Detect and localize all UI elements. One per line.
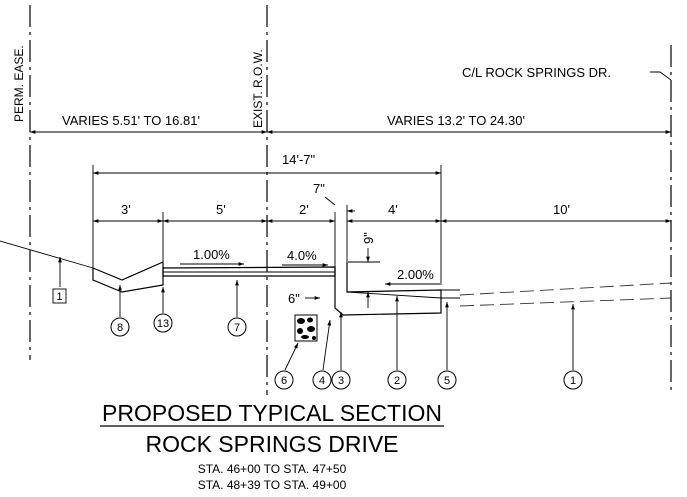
svg-text:4: 4 bbox=[319, 375, 325, 387]
station-range-2: STA. 48+39 TO STA. 49+00 bbox=[198, 478, 347, 492]
dim-3-text: 3' bbox=[121, 202, 131, 217]
callout-7: 7 bbox=[227, 317, 247, 337]
dim-6in-text: 6" bbox=[288, 291, 300, 306]
title-line-2: ROCK SPRINGS DRIVE bbox=[145, 431, 398, 457]
callout-3: 3 bbox=[331, 370, 351, 390]
dim-9in-text: 9" bbox=[361, 232, 376, 244]
svg-text:1: 1 bbox=[570, 375, 576, 387]
ref-box-text: 1 bbox=[56, 291, 62, 303]
slope-3-text: 2.00% bbox=[397, 267, 434, 282]
existing-pavement-top bbox=[459, 282, 672, 296]
station-range-1: STA. 46+00 TO STA. 47+50 bbox=[198, 462, 347, 476]
centerline-label: C/L ROCK SPRINGS DR. bbox=[462, 65, 611, 80]
callout-2: 2 bbox=[387, 370, 407, 390]
callout-6: 6 bbox=[274, 370, 294, 390]
callout-1: 1 bbox=[563, 370, 583, 390]
callout-leader bbox=[322, 319, 332, 371]
curb-back bbox=[334, 267, 442, 316]
callout-8: 8 bbox=[110, 317, 130, 337]
varies-left-text: VARIES 5.51' TO 16.81' bbox=[62, 113, 200, 128]
existing-ground-line bbox=[0, 240, 94, 269]
dim-7in-text: 7" bbox=[313, 181, 325, 196]
svg-text:7: 7 bbox=[234, 322, 240, 334]
title-line-1: PROPOSED TYPICAL SECTION bbox=[102, 400, 442, 426]
svg-text:13: 13 bbox=[157, 318, 169, 330]
svg-text:3: 3 bbox=[338, 375, 344, 387]
pavement-base bbox=[346, 291, 442, 299]
svg-text:6: 6 bbox=[281, 375, 287, 387]
callout-leader bbox=[284, 342, 299, 371]
dim-7in-leader bbox=[324, 196, 336, 206]
ditch-section bbox=[92, 261, 164, 293]
dim-10-text: 10' bbox=[553, 202, 570, 217]
callout-4: 4 bbox=[312, 370, 332, 390]
slope-2-text: 4.0% bbox=[287, 248, 317, 263]
callout-13: 13 bbox=[153, 313, 173, 333]
curb-face-pavement bbox=[346, 262, 442, 298]
ref-box bbox=[52, 288, 67, 304]
dim-5-text: 5' bbox=[216, 202, 226, 217]
existing-pavement-bottom bbox=[459, 297, 672, 307]
dim-2-text: 2' bbox=[299, 202, 309, 217]
svg-text:2: 2 bbox=[394, 375, 400, 387]
overall-text: 14'-7" bbox=[282, 152, 316, 167]
varies-right-text: VARIES 13.2' TO 24.30' bbox=[387, 113, 525, 128]
perm-ease-label: PERM. EASE. bbox=[12, 45, 26, 122]
svg-text:5: 5 bbox=[444, 375, 450, 387]
sidewalk-section bbox=[162, 266, 336, 277]
rock-pattern bbox=[297, 317, 316, 340]
centerline-leader bbox=[650, 71, 672, 81]
slope-1-text: 1.00% bbox=[193, 247, 230, 262]
exist-row-label: EXIST. R.O.W. bbox=[251, 49, 265, 128]
dim-4-text: 4' bbox=[388, 202, 398, 217]
svg-text:8: 8 bbox=[117, 322, 123, 334]
callout-5: 5 bbox=[437, 370, 457, 390]
